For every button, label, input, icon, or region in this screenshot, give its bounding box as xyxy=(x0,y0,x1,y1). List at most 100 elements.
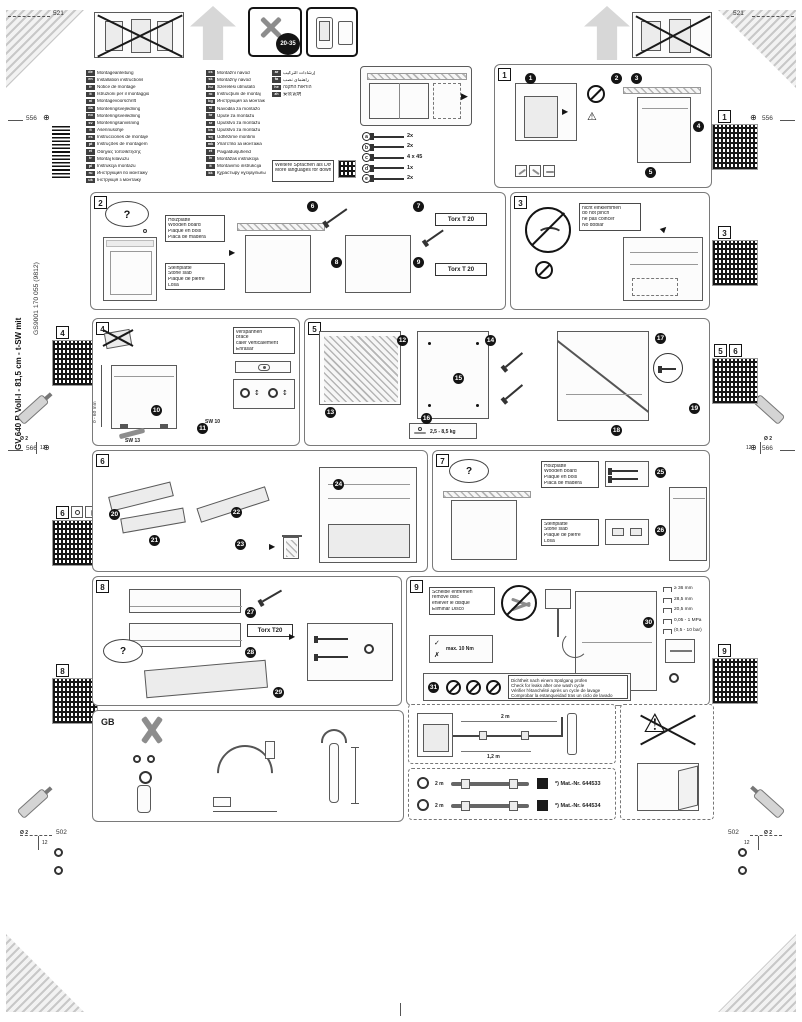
side-panel-sketch xyxy=(129,623,242,647)
registration-target-icon: ⊕ xyxy=(43,113,50,122)
callout-31: 31 xyxy=(428,682,439,693)
tap-connection-sketch xyxy=(665,639,695,663)
measurement-label: (0,5 - 10 bar) xyxy=(674,628,702,634)
warning-icon: ⚠ xyxy=(587,110,597,123)
recycle-icon xyxy=(71,506,83,518)
no-tool-icon xyxy=(486,680,501,695)
door-line xyxy=(582,642,652,643)
drill-driver-icon-bottom-right xyxy=(752,788,786,819)
screw-icon xyxy=(608,475,638,483)
language-code-badge: sl xyxy=(206,106,215,112)
fold-corner-top-right xyxy=(718,10,796,88)
question-cloud: ? xyxy=(103,639,143,663)
hose-line xyxy=(453,735,561,737)
cabinet-door-split xyxy=(399,83,400,119)
cloud-bubble xyxy=(143,229,147,233)
label-line: Check for leaks after one wash cycle xyxy=(511,682,585,688)
dishwasher-side-sketch xyxy=(111,365,177,429)
drill-hole-icon xyxy=(54,848,63,857)
extension-hose-sketch xyxy=(451,804,529,808)
crop-line-521-right xyxy=(752,16,794,17)
adhesive-pad-icon xyxy=(630,528,642,536)
drill-hole-icon xyxy=(738,848,747,857)
door-line xyxy=(642,108,688,109)
language-code-badge: kk xyxy=(206,170,215,177)
dimension-icon xyxy=(663,629,672,634)
step-3-badge: 3 xyxy=(514,196,527,209)
door-line xyxy=(673,498,705,499)
carry-upright-arrow-right xyxy=(584,6,630,60)
up-down-arrow-icon: ↕ xyxy=(282,389,288,397)
language-title: Asennusohje xyxy=(97,128,124,133)
qr-code-3 xyxy=(712,240,758,286)
drill-depth-dim xyxy=(758,836,759,850)
measurement-row: ≥ 36 mm xyxy=(663,585,709,594)
language-title: Οδηγίες τοποθέτησης xyxy=(97,149,142,154)
step-6-badge: 6 xyxy=(96,454,109,467)
carry-upright-arrow-left xyxy=(190,6,236,60)
basket-outline xyxy=(632,278,678,296)
screw-icon xyxy=(370,175,404,183)
fold-corner-bottom-right xyxy=(718,934,796,1012)
registration-target-icon: ⊕ xyxy=(750,113,757,122)
dimension-line xyxy=(355,747,356,803)
fold-corner-top-left xyxy=(6,10,84,88)
socket-icon xyxy=(417,799,429,811)
crop-mark-566-left: 566 xyxy=(26,445,37,452)
side-panel-sketch xyxy=(129,589,242,613)
hose-clamp-icon xyxy=(139,771,152,784)
label-line: Wooden board xyxy=(168,223,201,229)
callout-4: 4 xyxy=(693,121,704,132)
label-line: Placa de madera xyxy=(168,235,206,241)
niche-dimension-box: ▶ xyxy=(360,66,472,126)
hose-riser xyxy=(561,717,563,737)
language-code-badge: fa xyxy=(272,77,281,83)
spirit-level-icon xyxy=(235,361,291,373)
label-line: caler verticalement xyxy=(236,341,278,347)
countertop-sketch xyxy=(367,73,467,80)
insert-arrow-icon: ▶ xyxy=(461,92,468,102)
label-line: nicht einklemmen xyxy=(582,205,621,211)
dishwasher-sketch xyxy=(423,724,449,752)
language-title: Instrukcja montażu xyxy=(97,164,136,169)
hose-end-sketch xyxy=(137,785,151,813)
label-line: Eliminar Disco xyxy=(432,607,464,613)
language-code-badge: he xyxy=(272,84,281,90)
label-line: Placa de madera xyxy=(544,481,582,487)
qr-code-8 xyxy=(52,678,98,724)
registration-target-icon: ⊕ xyxy=(43,443,50,452)
qr-label-3: 3 xyxy=(718,226,731,239)
language-code-badge: ro xyxy=(206,91,215,98)
drill-depth-dim xyxy=(38,836,39,850)
language-title: Installation instructions xyxy=(97,77,144,82)
label-line: verspannen xyxy=(236,329,263,335)
power-connection-icon xyxy=(515,165,527,177)
screw-head-icon xyxy=(268,388,278,398)
hole-dot xyxy=(428,404,431,407)
foot-sketch xyxy=(120,424,128,429)
dimension-icon xyxy=(663,587,672,592)
language-code-badge: sk xyxy=(206,77,215,83)
label-line: Stone slab xyxy=(168,271,192,277)
part-quantity: 4 x 45 xyxy=(407,153,423,160)
dimension-line xyxy=(213,811,277,812)
screw-icon xyxy=(370,154,404,162)
part-quantity: 2x xyxy=(407,132,414,139)
hose-coupling xyxy=(509,779,518,789)
language-code-badge: zh xyxy=(272,91,281,98)
language-code-badge: lt xyxy=(206,163,215,170)
